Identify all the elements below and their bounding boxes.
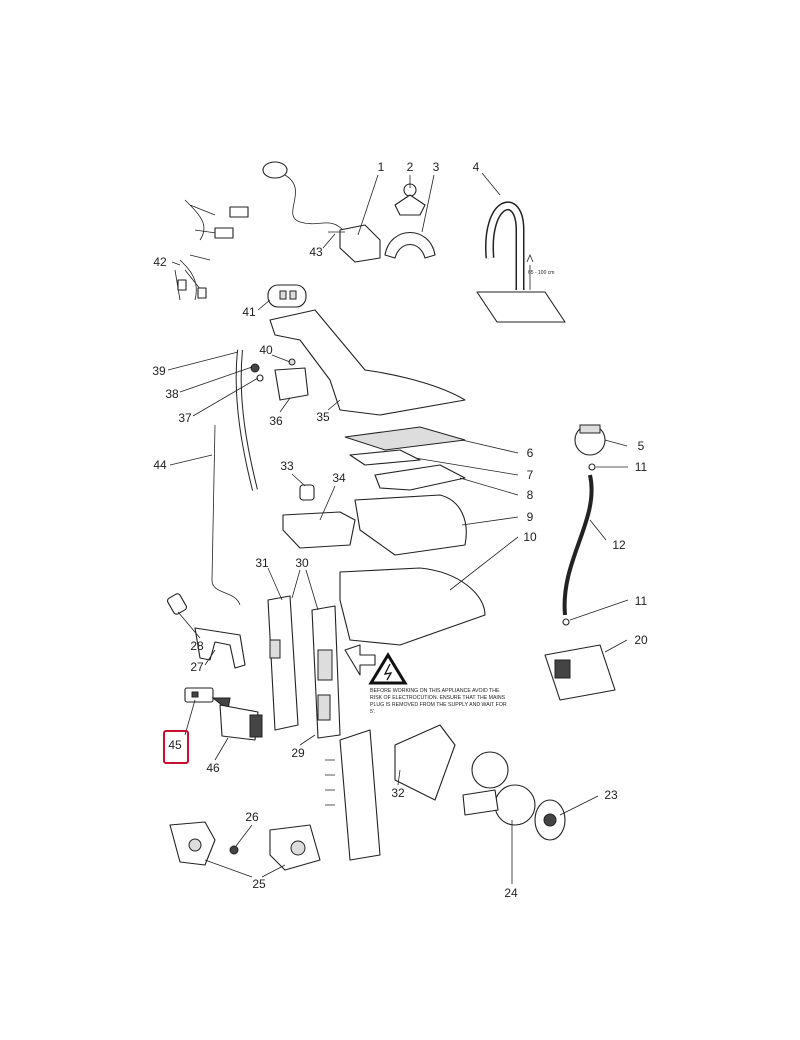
part-30-electronic-board — [311, 605, 376, 739]
part-25-valves — [169, 821, 321, 871]
part-9-dispenser-drawer — [354, 494, 467, 556]
part-24-drain-pump — [462, 751, 536, 826]
part-1-mains-cable — [262, 161, 381, 263]
part-label-4[interactable]: 4 — [472, 160, 480, 174]
part-23-pump-filter — [534, 799, 566, 841]
part-45-component — [184, 687, 231, 711]
part-label-1[interactable]: 1 — [377, 160, 385, 174]
leader-lines — [167, 172, 629, 884]
part-label-12[interactable]: 12 — [612, 538, 626, 552]
part-33-34-siphon — [282, 484, 356, 549]
part-31-control-panel-cover — [267, 595, 299, 731]
drain-height-label: 65 - 100 cm — [528, 270, 555, 276]
part-label-44[interactable]: 44 — [153, 458, 167, 472]
part-label-42[interactable]: 42 — [153, 255, 167, 269]
part-label-39[interactable]: 39 — [152, 364, 166, 378]
electrocution-warning-text: BEFORE WORKING ON THIS APPLIANCE AVOID T… — [370, 688, 507, 715]
part-label-10[interactable]: 10 — [523, 530, 537, 544]
part-label-6[interactable]: 6 — [526, 446, 534, 460]
part-label-26[interactable]: 26 — [245, 810, 259, 824]
part-42-wiring-harness — [174, 199, 249, 301]
part-label-34[interactable]: 34 — [332, 471, 346, 485]
part-20-door-lock — [544, 644, 616, 701]
part-label-32[interactable]: 32 — [391, 786, 405, 800]
part-label-37[interactable]: 37 — [178, 411, 192, 425]
part-label-40[interactable]: 40 — [259, 343, 273, 357]
part-label-11-lower[interactable]: 11 — [634, 594, 648, 608]
part-label-11[interactable]: 11 — [634, 460, 648, 474]
part-label-27[interactable]: 27 — [190, 660, 204, 674]
part-label-8[interactable]: 8 — [526, 488, 534, 502]
part-label-2[interactable]: 2 — [406, 160, 414, 174]
part-label-41[interactable]: 41 — [242, 305, 256, 319]
part-label-25[interactable]: 25 — [252, 877, 266, 891]
part-3-hose-bracket — [384, 232, 436, 259]
part-label-24[interactable]: 24 — [504, 886, 518, 900]
part-label-30[interactable]: 30 — [295, 556, 309, 570]
part-label-31[interactable]: 31 — [255, 556, 269, 570]
part-label-35[interactable]: 35 — [316, 410, 330, 424]
highlight-box-part-45 — [163, 730, 189, 764]
part-label-38[interactable]: 38 — [165, 387, 179, 401]
part-5-pressure-switch — [562, 424, 606, 626]
part-10-dispenser-housing — [339, 567, 486, 646]
part-32-shield — [325, 724, 456, 861]
part-label-5[interactable]: 5 — [637, 439, 645, 453]
part-label-33[interactable]: 33 — [280, 459, 294, 473]
part-6-7-filters — [344, 426, 466, 466]
part-label-20[interactable]: 20 — [634, 633, 648, 647]
part-label-7[interactable]: 7 — [526, 468, 534, 482]
part-label-29[interactable]: 29 — [291, 746, 305, 760]
part-27-heater — [194, 627, 246, 669]
part-label-43[interactable]: 43 — [309, 245, 323, 259]
part-35-top-cover-panel — [269, 309, 466, 416]
high-voltage-triangle-icon — [368, 652, 408, 685]
part-4-drain-hose — [476, 201, 566, 323]
part-label-36[interactable]: 36 — [269, 414, 283, 428]
part-36-valve — [250, 358, 309, 401]
part-label-45[interactable]: 45 — [168, 738, 182, 752]
part-label-46[interactable]: 46 — [206, 761, 220, 775]
part-2-y-connector — [394, 183, 426, 216]
part-label-23[interactable]: 23 — [604, 788, 618, 802]
part-label-9[interactable]: 9 — [526, 510, 534, 524]
part-39-hose — [235, 349, 258, 491]
part-44-cable-tie — [211, 424, 241, 606]
part-8-lid — [374, 464, 466, 491]
part-46-filter — [219, 704, 263, 741]
part-28-thermostat — [166, 593, 188, 615]
part-label-3[interactable]: 3 — [432, 160, 440, 174]
part-41-grommet — [267, 284, 307, 308]
part-label-28[interactable]: 28 — [190, 639, 204, 653]
